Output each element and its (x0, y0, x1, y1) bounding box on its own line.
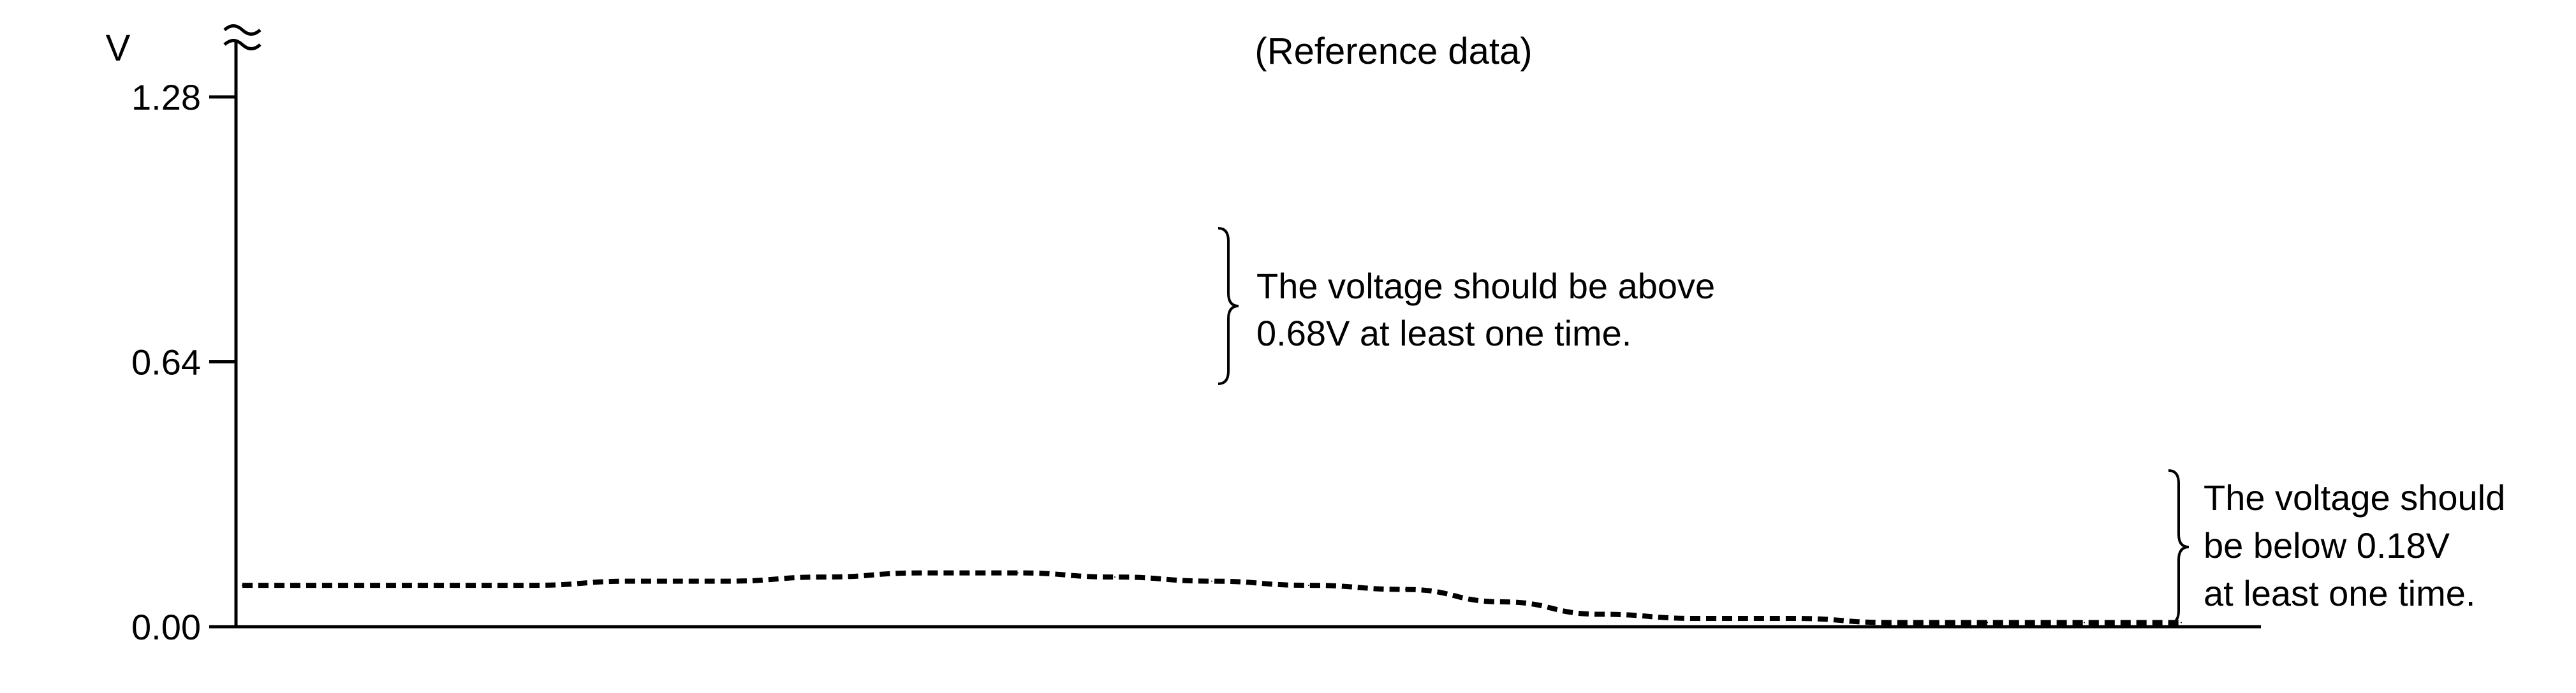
data-point (339, 585, 340, 587)
lower-threshold-note: be below 0.18V (2204, 525, 2450, 565)
data-point (2084, 622, 2085, 624)
data-point (1599, 613, 1600, 615)
y-tick-label: 1.28 (131, 77, 201, 117)
data-point (1987, 622, 1988, 624)
lower-threshold-note: at least one time. (2204, 573, 2475, 613)
data-point (1696, 618, 1697, 620)
data-point (533, 585, 534, 587)
data-point (726, 580, 728, 582)
data-point (242, 585, 243, 587)
data-point (436, 585, 437, 587)
data-point (1114, 576, 1115, 578)
lower-threshold-note: The voltage should (2204, 478, 2505, 518)
y-tick-label: 0.64 (131, 342, 201, 383)
data-point (629, 580, 631, 582)
upper-threshold-brace (1218, 227, 1239, 385)
data-point (1017, 572, 1019, 574)
data-point (920, 572, 922, 574)
axis-break-mark (223, 24, 261, 36)
upper-threshold-note: 0.68V at least one time. (1256, 313, 1631, 353)
chart-title: (Reference data) (1255, 31, 1532, 72)
data-point (1502, 601, 1503, 603)
y-tick-label: 0.00 (131, 607, 201, 647)
y-axis-label: V (106, 27, 131, 69)
data-point (1405, 588, 1406, 590)
lower-threshold-brace (2168, 469, 2190, 625)
data-point (1793, 618, 1794, 620)
data-point (1211, 580, 1212, 582)
upper-threshold-note: The voltage should be above (1256, 266, 1715, 306)
data-point (1890, 622, 1891, 624)
data-point (2181, 622, 2182, 624)
data-point (1308, 585, 1309, 587)
voltage-series-line (242, 570, 2181, 625)
data-point (823, 576, 825, 578)
axis-break-mark (223, 39, 261, 50)
